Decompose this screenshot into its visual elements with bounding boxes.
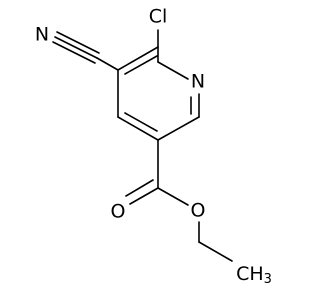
triple-bond-3 bbox=[52, 41, 96, 64]
ester-group bbox=[125, 139, 233, 262]
bond-c3-c4-inner bbox=[124, 112, 158, 132]
bond-ch2-ch3 bbox=[198, 241, 233, 262]
label-n-ring: N bbox=[191, 71, 205, 93]
label-o-ester: O bbox=[191, 200, 206, 222]
bond-c5-c6 bbox=[117, 46, 159, 71]
label-ch3-main: CH bbox=[236, 263, 264, 285]
bond-c-o-ester bbox=[157, 187, 189, 206]
bond-c3-c4 bbox=[117, 116, 159, 141]
label-n-nitrile: N bbox=[35, 24, 49, 46]
triple-bond-2 bbox=[56, 31, 100, 54]
bond-co-double-1 bbox=[129, 187, 159, 205]
bond-co-double-2 bbox=[125, 179, 154, 197]
triple-bond-1 bbox=[54, 36, 98, 59]
bond-c5-c6-inner bbox=[124, 55, 158, 75]
bond-c5-cn bbox=[96, 57, 119, 71]
bond-c6-n1 bbox=[157, 61, 189, 80]
label-o-carbonyl: O bbox=[111, 201, 126, 223]
pyridine-ring bbox=[117, 46, 200, 141]
label-ch3-subscript: 3 bbox=[264, 272, 272, 287]
label-cl: Cl bbox=[149, 6, 168, 28]
label-ch3: CH3 bbox=[236, 263, 272, 287]
structure-diagram: Cl N N O O CH3 bbox=[35, 6, 272, 287]
bond-c2-c3 bbox=[157, 116, 200, 141]
nitrile-group bbox=[52, 31, 119, 71]
